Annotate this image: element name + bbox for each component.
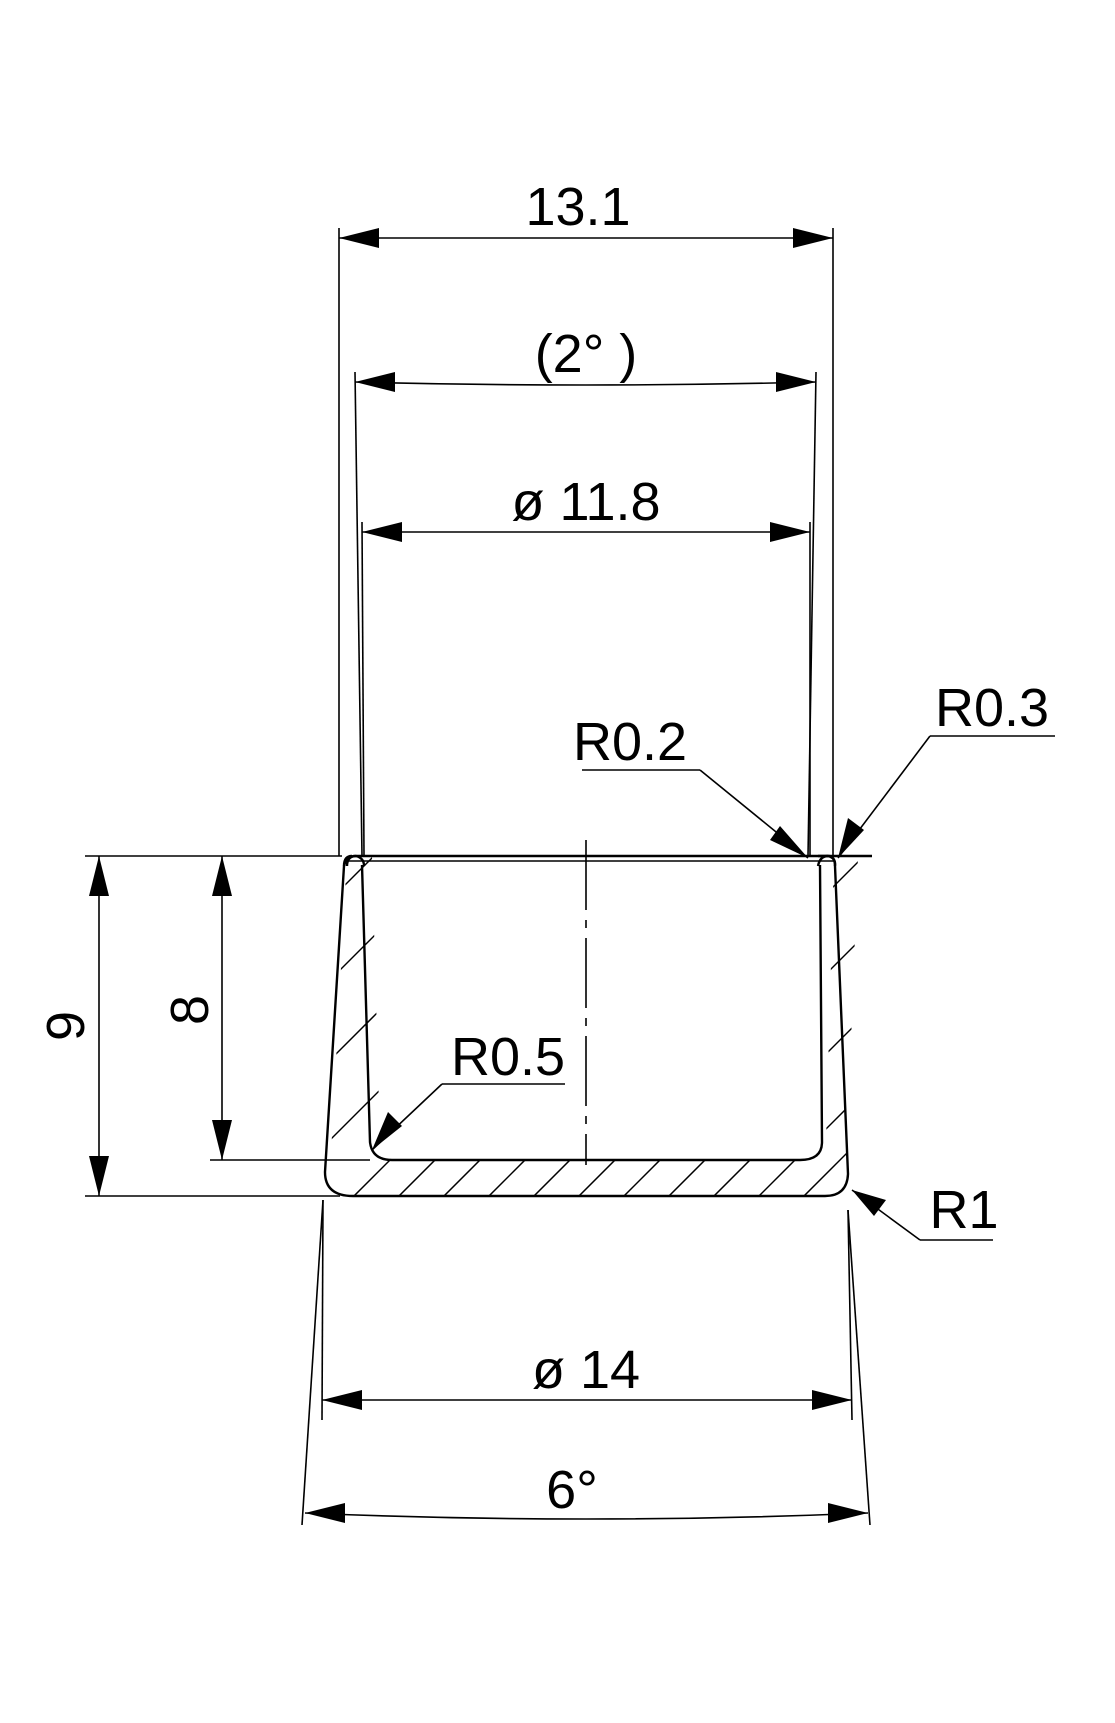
- inner-profile: [360, 864, 824, 1162]
- dim-outer-diameter: ø 14: [322, 1340, 852, 1410]
- leader-r1: R1: [851, 1180, 999, 1241]
- dim-height-total: 9: [36, 856, 109, 1196]
- dim-outer-diameter-label: ø 14: [532, 1340, 640, 1400]
- section-hatch: [330, 856, 858, 1196]
- dim-top-width: 13.1: [339, 177, 833, 248]
- dim-height-inner-label: 8: [160, 995, 220, 1025]
- dim-taper-outer-label: 6°: [546, 1460, 598, 1520]
- leader-r1-label: R1: [929, 1180, 998, 1240]
- extension-lines: [85, 228, 871, 1526]
- part-section: [323, 840, 872, 1198]
- left-rim-cap: [342, 854, 366, 867]
- leader-r02: R0.2: [573, 712, 809, 859]
- dim-taper-inner: (2° ): [354, 324, 817, 392]
- right-rim-cap: [816, 854, 837, 867]
- leader-r03-label: R0.3: [935, 678, 1049, 738]
- dim-inner-diameter-label: ø 11.8: [511, 472, 660, 532]
- dim-height-inner: 8: [160, 856, 232, 1160]
- dim-height-total-label: 9: [36, 1011, 96, 1041]
- dim-top-width-label: 13.1: [525, 177, 630, 237]
- leader-r05-label: R0.5: [451, 1027, 565, 1087]
- leader-r03: R0.3: [837, 678, 1055, 859]
- dim-inner-diameter: ø 11.8: [362, 472, 810, 542]
- outer-left-wall: [323, 854, 850, 1198]
- leader-r05: R0.5: [371, 1027, 565, 1151]
- dim-taper-inner-label: (2° ): [535, 324, 638, 384]
- dim-taper-outer: 6°: [304, 1460, 869, 1523]
- leader-r02-label: R0.2: [573, 712, 687, 772]
